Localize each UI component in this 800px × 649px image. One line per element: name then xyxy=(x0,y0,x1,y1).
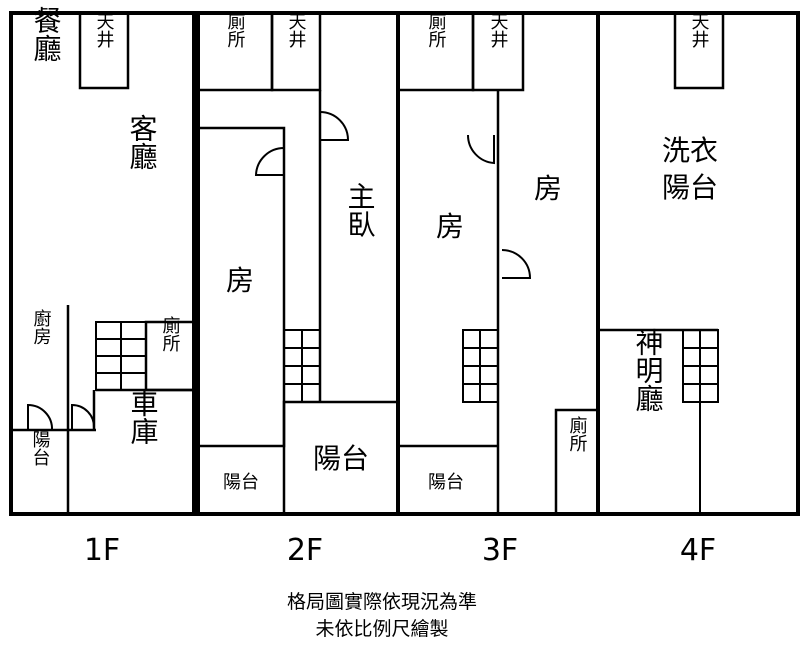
4f-shrine-label: 神明廳 xyxy=(632,328,665,412)
floor-2f: 廁所 天井 房 主臥 陽台 陽台 2F xyxy=(196,11,400,568)
1f-kitchen-label: 廚房 xyxy=(31,308,52,345)
4f-skylight-box xyxy=(673,11,725,90)
2f-balcony-large-label: 陽台 xyxy=(313,442,369,475)
2f-master-label: 主臥 xyxy=(344,182,377,238)
1f-toilet-label: 廁所 xyxy=(160,315,181,352)
floor-label-2f: 2F xyxy=(287,533,323,568)
2f-door-master xyxy=(319,111,350,141)
note-line-1: 格局圖實際依現況為準 xyxy=(287,591,477,613)
4f-skylight-label: 天井 xyxy=(689,12,710,48)
floor-4f: 天井 洗衣 陽台 神明廳 4F xyxy=(596,11,800,568)
1f-skylight-box xyxy=(78,11,130,90)
4f-laundry-label-1: 洗衣 xyxy=(662,134,718,167)
1f-balcony-label: 陽台 xyxy=(30,430,51,466)
floor-label-4f: 4F xyxy=(680,533,716,568)
1f-dining-label: 餐廳 xyxy=(30,6,63,62)
2f-skylight-box xyxy=(270,11,322,92)
3f-skylight-label: 天井 xyxy=(488,12,509,48)
3f-bedroom-right-label: 房 xyxy=(534,172,562,205)
3f-door-left xyxy=(466,134,495,165)
1f-living-label: 客廳 xyxy=(126,114,159,170)
1f-door-kitchen xyxy=(27,403,54,431)
1f-skylight-label: 天井 xyxy=(94,12,115,48)
2f-skylight-label: 天井 xyxy=(286,12,307,48)
note-line-2: 未依比例尺繪製 xyxy=(315,618,448,640)
2f-toilet-label: 廁所 xyxy=(225,11,246,48)
3f-stairs xyxy=(462,329,499,403)
2f-stairs xyxy=(283,329,321,403)
3f-toilet-bottom-label: 廁所 xyxy=(567,415,588,452)
floor-label-1f: 1F xyxy=(84,533,120,568)
4f-laundry-label-2: 陽台 xyxy=(662,171,718,204)
2f-door-bedroom xyxy=(254,147,285,176)
3f-bedroom-left-label: 房 xyxy=(436,210,464,243)
floor-1f: 天井 餐廳 客廳 廚房 廁所 陽台 車庫 1F xyxy=(9,6,196,568)
3f-door-right xyxy=(501,249,532,279)
1f-stairs xyxy=(95,321,147,391)
floor-label-3f: 3F xyxy=(482,533,518,568)
3f-toilet-top-label: 廁所 xyxy=(426,11,447,48)
2f-balcony-small-label: 陽台 xyxy=(223,472,259,493)
2f-bedroom-label: 房 xyxy=(226,264,254,297)
1f-door-garage xyxy=(71,403,96,430)
floor-3f: 廁所 天井 房 房 陽台 廁所 3F xyxy=(396,11,600,568)
1f-garage-label: 車庫 xyxy=(127,389,160,445)
4f-stairs xyxy=(682,329,719,514)
2f-bedroom-box xyxy=(196,126,286,448)
3f-balcony-label: 陽台 xyxy=(428,472,464,493)
